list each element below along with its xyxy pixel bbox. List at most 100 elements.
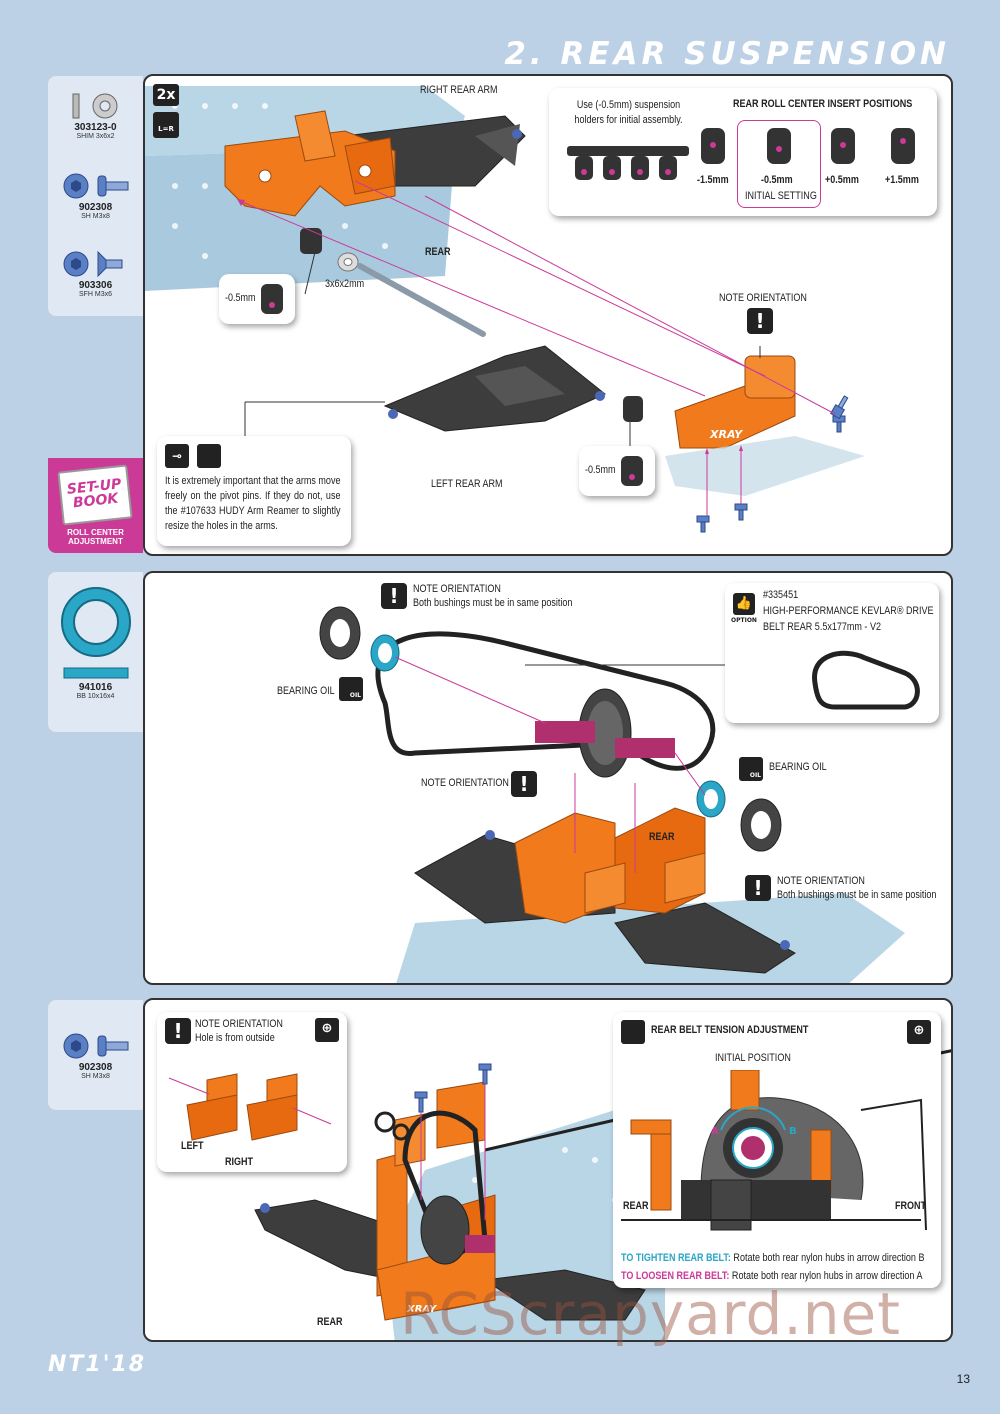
part-number: 303123-0: [74, 122, 117, 133]
belt-tension-title: REAR BELT TENSION ADJUSTMENT: [651, 1024, 809, 1036]
left-equals-right-icon: [197, 444, 221, 468]
tighten-label: TO TIGHTEN REAR BELT:: [621, 1252, 731, 1264]
part-item: 902308 SH M3x8: [48, 170, 143, 220]
insert-initial-highlight: [737, 120, 821, 208]
screw-sfh-icon: [63, 250, 122, 278]
ball-bearing-icon: [60, 587, 131, 679]
insert-value: -0.5mm: [761, 174, 793, 186]
watermark: RCScrapyard.net: [400, 1280, 901, 1348]
warning-icon: !: [745, 875, 771, 901]
option-part-number: #335451: [763, 589, 799, 601]
right-rear-arm-label: RIGHT REAR ARM: [420, 84, 498, 96]
belt-tension-diagram: A B: [621, 1070, 927, 1231]
insert-value: +0.5mm: [825, 174, 859, 186]
detail-icon: ⊕: [315, 1018, 339, 1042]
note-top-title: NOTE ORIENTATION: [413, 583, 501, 595]
holder-brand: XRAY: [406, 1304, 438, 1315]
part-number: 902308: [78, 202, 113, 213]
step2-illustration: [319, 606, 905, 983]
roll-center-insert-callout: Use (-0.5mm) suspension holders for init…: [549, 88, 937, 216]
bushing-icon: [621, 456, 643, 486]
part-desc: SH M3x8: [81, 213, 110, 220]
holder-brand: XRAY: [709, 428, 743, 441]
loosen-text: Rotate both rear nylon hubs in arrow dir…: [731, 1270, 923, 1282]
step1-illustration: XRAY: [145, 86, 865, 533]
insert-intro-text: Use (-0.5mm) suspension holders for init…: [574, 99, 683, 126]
pivot-pin-icon: ⊸: [165, 444, 189, 468]
setup-book-title: SET-UP BOOK: [66, 476, 123, 512]
option-belt-callout: 👍 OPTION #335451 HIGH-PERFORMANCE KEVLAR…: [725, 583, 939, 723]
step2-panel: ! NOTE ORIENTATION Both bushings must be…: [143, 571, 953, 985]
rear-label: REAR: [623, 1200, 649, 1212]
screw-sh-icon: [63, 173, 128, 199]
option-belt-image: [812, 650, 920, 710]
tighten-instruction: TO TIGHTEN REAR BELT: Rotate both rear n…: [621, 1252, 924, 1264]
insert-item: [767, 128, 791, 164]
arm-note-callout: ⊸ It is extremely important that the arm…: [157, 436, 351, 546]
option-thumb-icon: 👍: [733, 593, 755, 615]
bushing-size-label: -0.5mm: [225, 292, 256, 304]
left-equals-right-icon: [621, 1020, 645, 1044]
note-text: Hole is from outside: [195, 1032, 275, 1044]
detail-icon: ⊕: [907, 1020, 931, 1044]
loosen-instruction: TO LOOSEN REAR BELT: Rotate both rear ny…: [621, 1270, 922, 1282]
rear-label: REAR: [317, 1316, 343, 1328]
arrow-b-label: B: [789, 1126, 797, 1137]
note-top-text: Both bushings must be in same position: [413, 597, 573, 609]
part-item: 303123-0 SHIM 3x6x2: [48, 90, 143, 140]
part-number: 903306: [78, 280, 113, 291]
option-label: OPTION: [731, 617, 757, 624]
model-logo: NT1'18: [48, 1352, 147, 1377]
insert-item: [831, 128, 855, 164]
shim-icon: [72, 93, 117, 119]
bearing-oil-label-right: BEARING OIL: [769, 761, 827, 773]
arm-note-text: It is extremely important that the arms …: [165, 475, 341, 532]
note-orientation-label: NOTE ORIENTATION: [719, 292, 807, 304]
page-number: 13: [956, 1372, 970, 1386]
note-bottom-text: Both bushings must be in same position: [777, 889, 937, 901]
bushing-size-label: -0.5mm: [585, 464, 616, 476]
multiplier-badge: 2x: [153, 84, 179, 106]
parts-sidebar-step3: 902308 SH M3x8: [48, 1000, 143, 1110]
front-label: FRONT: [895, 1200, 927, 1212]
insert-item: [701, 128, 725, 164]
bushing-callout-upper: -0.5mm: [219, 274, 295, 324]
part-number: 902308: [78, 1062, 113, 1073]
part-desc: BB 10x16x4: [76, 693, 115, 700]
tighten-text: Rotate both rear nylon hubs in arrow dir…: [733, 1252, 925, 1264]
insert-positions-title: REAR ROLL CENTER INSERT POSITIONS: [733, 98, 913, 110]
section-title: 2. REAR SUSPENSION: [504, 36, 950, 72]
parts-sidebar-step2: 941016 BB 10x16x4: [48, 572, 143, 732]
note-mid-label: NOTE ORIENTATION: [421, 777, 509, 789]
belt-tension-callout: REAR BELT TENSION ADJUSTMENT ⊕ INITIAL P…: [613, 1012, 941, 1288]
part-item: 903306 SFH M3x6: [48, 248, 143, 298]
oil-icon: OIL: [739, 757, 763, 781]
loosen-label: TO LOOSEN REAR BELT:: [621, 1270, 730, 1282]
oil-icon: OIL: [339, 677, 363, 701]
bushing-icon: [261, 284, 283, 314]
part-item: 902308 SH M3x8: [48, 1030, 143, 1080]
holders-detail-image: [168, 1073, 332, 1141]
setup-book-cover: SET-UP BOOK: [57, 464, 133, 526]
right-label: RIGHT: [225, 1156, 254, 1168]
insert-value: -1.5mm: [697, 174, 729, 186]
left-rear-arm-label: LEFT REAR ARM: [431, 478, 503, 490]
insert-value: +1.5mm: [885, 174, 919, 186]
note-title: NOTE ORIENTATION: [195, 1018, 283, 1030]
bearing-oil-label-left: BEARING OIL: [277, 685, 335, 697]
insert-sprue-icon: [567, 146, 689, 180]
step1-panel: XRAY 2x L=R RIGHT: [143, 74, 953, 556]
left-label: LEFT: [181, 1140, 204, 1152]
parts-sidebar-step1: 303123-0 SHIM 3x6x2 902308 SH M3x8 90330…: [48, 76, 143, 316]
part-desc: SH M3x8: [81, 1073, 110, 1080]
note-bottom-title: NOTE ORIENTATION: [777, 875, 865, 887]
initial-position-label: INITIAL POSITION: [715, 1052, 791, 1064]
setup-book-badge: SET-UP BOOK ROLL CENTER ADJUSTMENT: [48, 458, 143, 553]
step3-panel: XRAY ! NOTE ORIENTATION Hole is from out…: [143, 998, 953, 1342]
warning-icon: !: [381, 583, 407, 609]
option-desc-line1: HIGH-PERFORMANCE KEVLAR® DRIVE: [763, 605, 934, 617]
warning-icon: !: [165, 1018, 191, 1044]
warning-icon: !: [747, 308, 773, 334]
rear-label: REAR: [425, 246, 451, 258]
bushing-callout-lower: -0.5mm: [579, 446, 655, 496]
